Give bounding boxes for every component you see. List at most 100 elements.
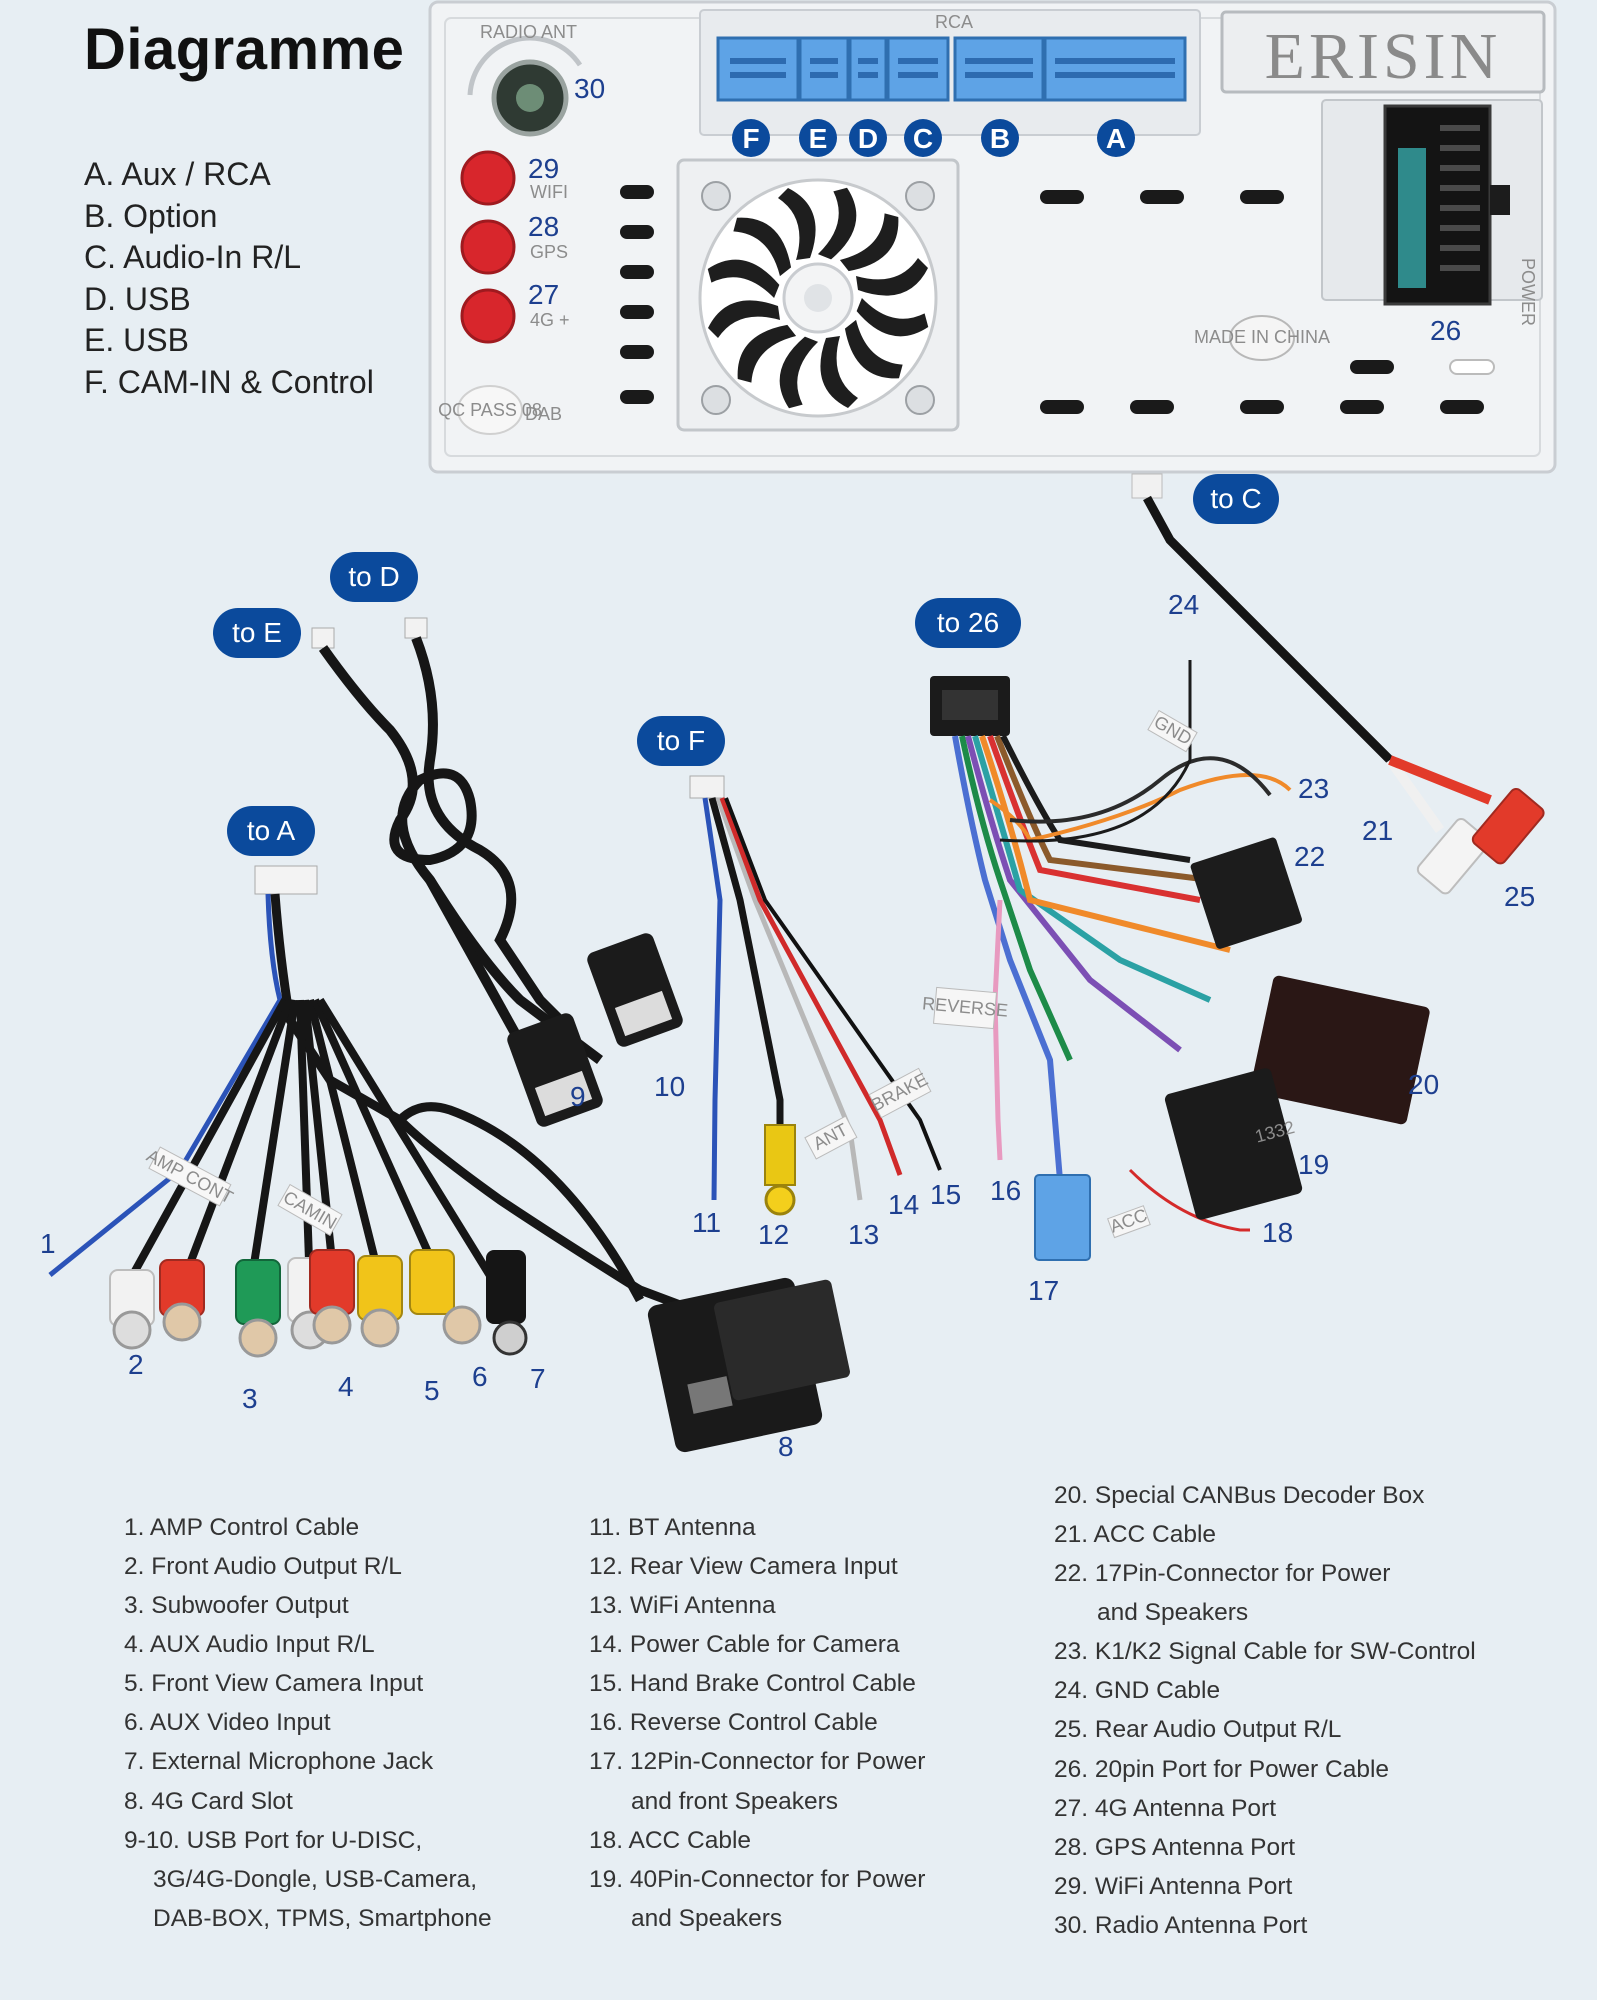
40pin-connector (1164, 1068, 1303, 1220)
num-9: 9 (570, 1081, 586, 1112)
cable-rear-audio (1131, 473, 1545, 895)
legend-item: 7. External Microphone Jack (124, 1748, 434, 1775)
legend-item: 24. GND Cable (1054, 1677, 1221, 1704)
to-c-bubble: to C (1193, 474, 1279, 524)
num-11: 11 (692, 1207, 721, 1238)
num-8: 8 (778, 1431, 794, 1462)
legend-item: 27. 4G Antenna Port (1054, 1795, 1277, 1822)
legend-item: 11. BT Antenna (589, 1514, 756, 1541)
power-label: POWER (1518, 258, 1538, 326)
legend-item: 22. 17Pin-Connector for Power (1054, 1560, 1391, 1587)
legend-item: 3. Subwoofer Output (124, 1592, 349, 1619)
num-25: 25 (1504, 881, 1535, 912)
page-title: Diagramme (84, 17, 405, 82)
legend-item: 19. 40Pin-Connector for Power (589, 1866, 926, 1893)
num-17: 17 (1028, 1275, 1059, 1306)
port-letter-a: A (1106, 123, 1126, 154)
connector-list: A. Aux / RCA B. Option C. Audio-In R/L D… (84, 154, 374, 403)
num-23: 23 (1298, 773, 1329, 804)
legend-item: 12. Rear View Camera Input (589, 1553, 898, 1580)
made-in-label: MADE IN CHINA (1194, 327, 1330, 347)
cooling-fan (676, 158, 960, 432)
brand-plate: ERISIN (1220, 10, 1546, 94)
connector-f: F. CAM-IN & Control (84, 363, 374, 400)
num-12: 12 (758, 1219, 789, 1250)
power-port-20pin: POWER MADE IN CHINA (1194, 99, 1543, 361)
num-7: 7 (530, 1363, 546, 1394)
num-15: 15 (930, 1179, 961, 1210)
connector-c: C. Audio-In R/L (84, 239, 301, 275)
connector-b: B. Option (84, 197, 218, 234)
num-6: 6 (472, 1361, 488, 1392)
num-1: 1 (40, 1228, 56, 1259)
num-22: 22 (1294, 841, 1325, 872)
gps-port-label: GPS (530, 242, 568, 262)
num-16: 16 (990, 1175, 1021, 1206)
port-letter-bubbles: F E D C B A (732, 119, 1135, 157)
legend-item: 21. ACC Cable (1054, 1521, 1217, 1548)
num-5: 5 (424, 1375, 440, 1406)
num-26: 26 (1430, 315, 1461, 346)
num-27: 27 (528, 279, 559, 310)
wifi-port-label: WIFI (530, 182, 568, 202)
num-18: 18 (1262, 1217, 1293, 1248)
rca-port-block: RCA (699, 9, 1201, 136)
legend-item: 26. 20pin Port for Power Cable (1054, 1756, 1390, 1783)
legend-item: 6. AUX Video Input (124, 1709, 331, 1736)
cable-cam-control (689, 775, 942, 1216)
num-30: 30 (574, 73, 605, 104)
num-3: 3 (242, 1383, 258, 1414)
vent-slots-left (620, 185, 654, 404)
radio-antenna-port: RADIO ANT (467, 22, 583, 137)
to-26-bubble: to 26 (915, 598, 1021, 648)
to-a-bubble: to A (227, 806, 315, 856)
port-letter-f: F (742, 123, 759, 154)
radio-ant-label: RADIO ANT (480, 22, 577, 42)
port-f-socket (716, 36, 800, 102)
legend-item: 15. Hand Brake Control Cable (589, 1670, 916, 1697)
4g-card-slot-box (647, 1277, 850, 1453)
cable-rca-bundle: AMP CONT CAMIN (48, 865, 850, 1453)
to-d-label: to D (348, 561, 399, 592)
legend-item: 18. ACC Cable (589, 1827, 752, 1854)
legend-item: and Speakers (1097, 1599, 1249, 1626)
num-20: 20 (1408, 1069, 1439, 1100)
legend-item: 16. Reverse Control Cable (589, 1709, 878, 1736)
brand-logo-text: ERISIN (1265, 20, 1502, 93)
num-28: 28 (528, 211, 559, 242)
qc-stamp: QC PASS 08 DAB (438, 385, 562, 435)
canbus-decoder-box (1250, 975, 1430, 1125)
num-24: 24 (1168, 589, 1199, 620)
port-c-socket (886, 36, 950, 102)
legend-item: 28. GPS Antenna Port (1054, 1834, 1296, 1861)
to-26-label: to 26 (937, 607, 999, 638)
port-e-socket (798, 36, 850, 102)
legend-item: 25. Rear Audio Output R/L (1054, 1716, 1342, 1743)
to-a-label: to A (247, 815, 296, 846)
port-a-socket (1043, 36, 1187, 102)
gps-antenna-port (460, 219, 516, 275)
head-unit: RADIO ANT RCA (428, 0, 1557, 474)
port-letter-b: B (990, 123, 1010, 154)
num-13: 13 (848, 1219, 879, 1250)
port-letter-c: C (913, 123, 933, 154)
legend-item: 30. Radio Antenna Port (1054, 1912, 1308, 1939)
legend-item: 29. WiFi Antenna Port (1054, 1873, 1293, 1900)
legend-item: and front Speakers (631, 1788, 839, 1815)
num-2: 2 (128, 1349, 144, 1380)
num-10: 10 (654, 1071, 685, 1102)
to-c-label: to C (1210, 483, 1261, 514)
num-14: 14 (888, 1189, 919, 1220)
connector-d: D. USB (84, 280, 191, 317)
power-harness: 1332 GND REVERSE ACC BRAKE ANT (804, 660, 1430, 1261)
num-29: 29 (528, 153, 559, 184)
port-letter-e: E (809, 123, 828, 154)
12pin-connector (1034, 1174, 1091, 1261)
legend-item: DAB-BOX, TPMS, Smartphone (153, 1905, 492, 1932)
connector-e: E. USB (84, 322, 189, 358)
vent-slots-right (1040, 190, 1495, 414)
legend-item: 23. K1/K2 Signal Cable for SW-Control (1054, 1638, 1476, 1665)
port-letter-d: D (858, 123, 878, 154)
legend-item: 3G/4G-Dongle, USB-Camera, (153, 1866, 478, 1893)
legend-item: 1. AMP Control Cable (124, 1514, 360, 1541)
